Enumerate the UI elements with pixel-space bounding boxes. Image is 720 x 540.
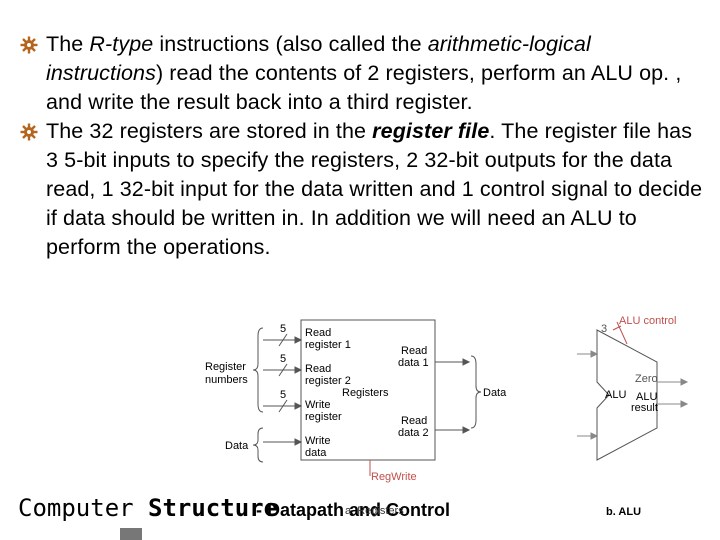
- bullet-gear-icon: [20, 123, 38, 141]
- bullet-register-file: The 32 registers are stored in the regis…: [18, 117, 708, 262]
- read-data-2-label-a: Read: [401, 415, 427, 427]
- bullet-text-1a: The: [46, 32, 90, 56]
- alu-shape: [596, 329, 658, 461]
- read-register-2-label-b: register 2: [305, 375, 351, 387]
- data-in-label: Data: [225, 440, 249, 452]
- read-data-2-label-b: data 2: [398, 427, 429, 439]
- zero-label: Zero: [635, 373, 658, 385]
- regwrite-label: RegWrite: [371, 471, 417, 483]
- write-data-label-b: data: [305, 447, 327, 459]
- bullet-rtype: The R-type instructions (also called the…: [18, 30, 708, 117]
- read-register-1-label-a: Read: [305, 327, 331, 339]
- registers-caption: a. Registers: [345, 505, 404, 517]
- register-numbers-brace: [252, 327, 264, 413]
- top-border: [0, 0, 720, 6]
- read-data-1-label-b: data 1: [398, 357, 429, 369]
- bullet-text-1c: instructions (also called the: [153, 32, 428, 56]
- bullet-gear-icon: [20, 36, 38, 54]
- bullet-text-1e: ) read the contents of 2 registers, perf…: [46, 61, 682, 114]
- corner-mark: [120, 528, 142, 540]
- alu-label: ALU: [605, 389, 626, 401]
- footer-datapath: - Datapath and Control: [256, 500, 450, 520]
- bullet-text-1d: arithmetic-logical instructions: [46, 32, 591, 85]
- write-register-label-b: register: [305, 411, 342, 423]
- write-data-label-a: Write: [305, 435, 330, 447]
- datapath-diagram: 5 5 5 Register numbers Data Read registe…: [205, 315, 689, 483]
- bullet-text-2a: The 32 registers are stored in the: [46, 119, 373, 143]
- read-register-1-label-b: register 1: [305, 339, 351, 351]
- data-out-label: Data: [483, 387, 507, 399]
- bullet-text-1b: R-type: [89, 32, 154, 56]
- bullet-list: The R-type instructions (also called the…: [18, 30, 708, 262]
- data-out-brace: [470, 355, 482, 429]
- register-numbers-label-1: Register: [205, 361, 246, 373]
- register-numbers-label-2: numbers: [205, 374, 248, 386]
- footer: Computer Structure - Datapath and Contro…: [18, 494, 718, 534]
- alu-control-line: [616, 321, 628, 345]
- alu-caption: b. ALU: [606, 506, 642, 518]
- bit-width-label-3: 5: [280, 389, 286, 401]
- register-file-box: [300, 319, 436, 461]
- bullet-text-2b: register file: [372, 119, 490, 143]
- read-register-2-label-a: Read: [305, 363, 331, 375]
- data-brace: [252, 427, 264, 463]
- bit-width-label-1: 5: [280, 323, 286, 335]
- bullet-text-2c: . The register file has 3 5-bit inputs t…: [46, 119, 703, 259]
- bit-width-label-2: 5: [280, 353, 286, 365]
- alu-control-bits: 3: [601, 323, 607, 335]
- footer-structure: Structure: [148, 494, 279, 522]
- write-register-label-a: Write: [305, 399, 330, 411]
- read-data-1-label-a: Read: [401, 345, 427, 357]
- footer-computer: Computer: [18, 494, 134, 522]
- alu-result-label-a: ALU: [636, 391, 657, 403]
- alu-result-label-b: result: [631, 402, 658, 414]
- registers-title: Registers: [342, 387, 389, 399]
- alu-control-label: ALU control: [619, 315, 676, 327]
